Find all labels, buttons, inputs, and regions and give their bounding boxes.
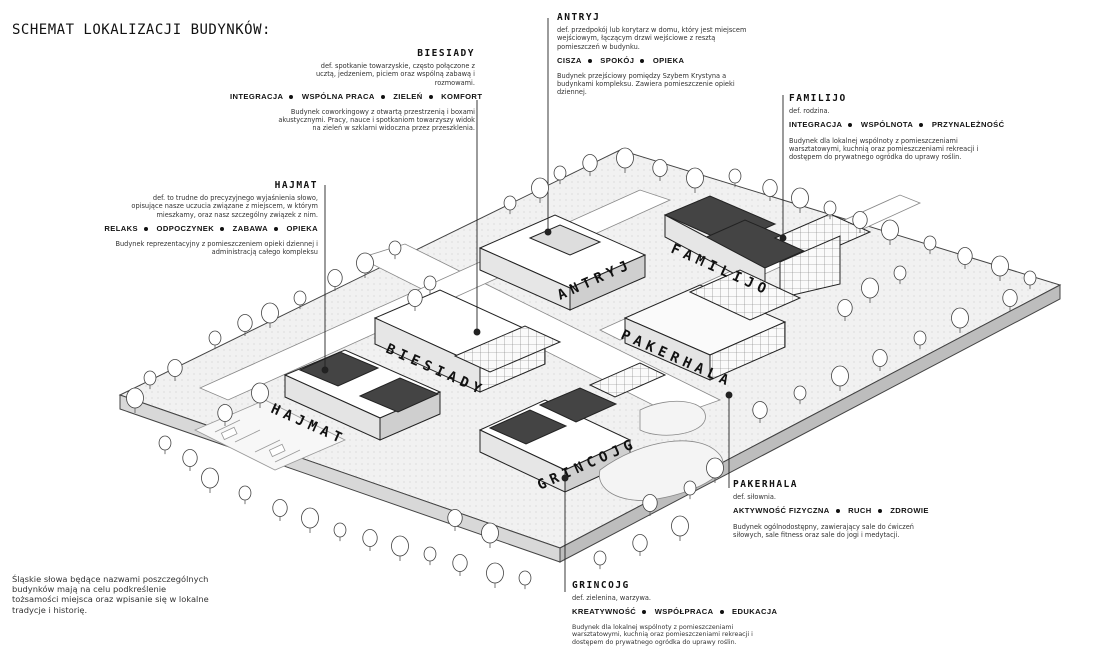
info-pakerhala-heading: PAKERHALA <box>733 479 798 490</box>
info-hajmat: HAJMAT def. to trudne do precyzyjnego wy… <box>100 180 318 257</box>
info-familijo-def: def. rodzina. <box>789 107 830 116</box>
info-biesiady-heading: BIESIADY <box>417 48 475 59</box>
building-biesiady-mass <box>373 289 562 393</box>
info-antryj-heading: ANTRYJ <box>557 12 601 23</box>
info-grincojg-heading: GRINCOJG <box>572 580 630 591</box>
info-familijo: FAMILIJO def. rodzina. INTEGRACJA WSPÓLN… <box>789 93 1005 162</box>
info-biesiady: BIESIADY def. spotkanie towarzyskie, czę… <box>230 48 483 133</box>
info-antryj: ANTRYJ def. przedpokój lub korytarz w do… <box>557 12 755 97</box>
info-hajmat-keywords: RELAKS ODPOCZYNEK ZABAWA OPIEKA <box>104 223 318 233</box>
info-grincojg: GRINCOJG def. zielenina, warzywa. KREATY… <box>572 580 778 646</box>
building-grincojg-mass <box>478 362 667 493</box>
building-pakerhala-mass <box>623 269 802 381</box>
info-biesiady-desc: Budynek coworkingowy z otwartą przestrze… <box>278 108 475 133</box>
info-antryj-desc: Budynek przejściowy pomiędzy Szybem Krys… <box>557 72 735 97</box>
info-pakerhala-keywords: AKTYWNOŚĆ FIZYCZNA RUCH ZDROWIE <box>733 506 929 516</box>
info-familijo-desc: Budynek dla lokalnej wspólnoty z pomiesz… <box>789 136 979 162</box>
info-pakerhala: PAKERHALA def. siłownia. AKTYWNOŚĆ FIZYC… <box>733 479 933 539</box>
info-hajmat-desc: Budynek reprezentacyjny z pomieszczeniem… <box>115 240 318 257</box>
info-biesiady-def: def. spotkanie towarzyskie, często połąc… <box>315 62 475 87</box>
footnote: Śląskie słowa będące nazwami poszczególn… <box>12 574 209 615</box>
info-grincojg-desc: Budynek dla lokalnej wspólnoty z pomiesz… <box>572 623 753 646</box>
info-pakerhala-def: def. siłownia. <box>733 493 776 502</box>
info-antryj-keywords: CISZA SPOKÓJ OPIEKA <box>557 55 685 65</box>
info-biesiady-keywords: INTEGRACJA WSPÓLNA PRACA ZIELEŃ KOMFORT <box>230 91 483 101</box>
info-familijo-keywords: INTEGRACJA WSPÓLNOTA PRZYNALEŻNOŚĆ <box>789 120 1005 130</box>
info-grincojg-keywords: KREATYWNOŚĆ WSPÓŁPRACA EDUKACJA <box>572 607 778 617</box>
info-grincojg-def: def. zielenina, warzywa. <box>572 594 651 603</box>
page-title: SCHEMAT LOKALIZACJI BUDYNKÓW: <box>12 22 271 38</box>
info-hajmat-def: def. to trudne do precyzyjnego wyjaśnien… <box>131 194 318 219</box>
info-hajmat-heading: HAJMAT <box>274 180 318 191</box>
info-antryj-def: def. przedpokój lub korytarz w domu, któ… <box>557 26 747 51</box>
info-familijo-heading: FAMILIJO <box>789 93 847 104</box>
info-pakerhala-desc: Budynek ogólnodostępny, zawierający sale… <box>733 522 914 539</box>
